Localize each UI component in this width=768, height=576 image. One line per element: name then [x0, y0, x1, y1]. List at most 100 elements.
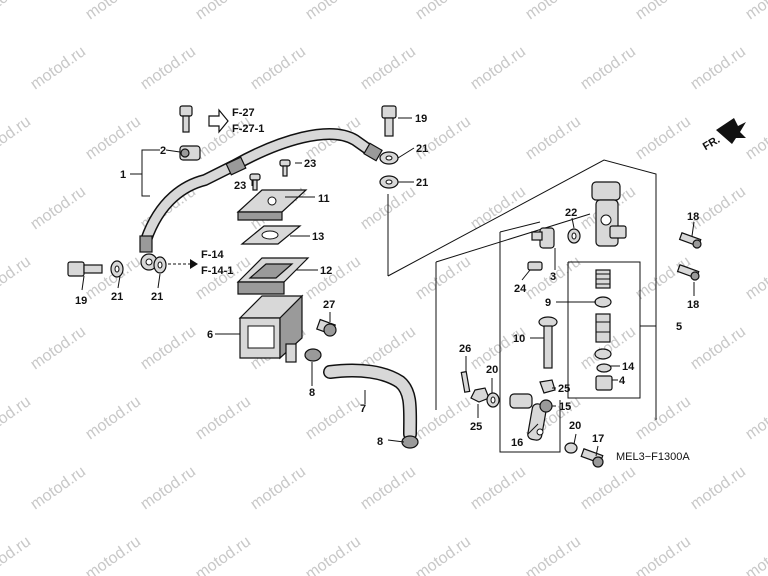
banjo-bolt-left [67, 261, 103, 277]
watermark-text: motod.ru [633, 533, 694, 576]
watermark-text: motod.ru [743, 0, 768, 23]
label-part-26: 26 [459, 343, 471, 355]
screw-23 [249, 159, 291, 191]
watermark-text: motod.ru [688, 183, 749, 233]
label-part-19-left: 19 [75, 295, 87, 307]
label-part-14: 14 [622, 361, 635, 373]
watermark-text: motod.ru [578, 463, 639, 513]
watermark-text: motod.ru [83, 393, 144, 443]
watermark-text: motod.ru [28, 183, 89, 233]
watermark-text: motod.ru [248, 463, 309, 513]
bolt-17 [580, 448, 604, 468]
label-part-21-a: 21 [111, 291, 123, 303]
diaphragm-plate [240, 225, 302, 245]
watermark-text: motod.ru [523, 533, 584, 576]
watermark-text: motod.ru [743, 253, 768, 303]
nut-25 [470, 379, 556, 403]
watermark-text: motod.ru [83, 113, 144, 163]
ref-f14-1: F-14-1 [201, 265, 233, 277]
watermark-text: motod.ru [633, 113, 694, 163]
watermark-text: motod.ru [138, 43, 199, 93]
front-arrow: FR. [701, 118, 746, 153]
watermark-text: motod.ru [688, 323, 749, 373]
diagram-code: MEL3−F1300A [616, 451, 690, 463]
label-part-12: 12 [320, 265, 332, 277]
washers-top [379, 151, 399, 189]
label-part-21-d: 21 [416, 177, 428, 189]
watermark-text: motod.ru [413, 533, 474, 576]
watermark-text: motod.ru [578, 43, 639, 93]
watermark-text: motod.ru [468, 463, 529, 513]
hose-clip [179, 145, 201, 161]
watermark-text: motod.ru [633, 253, 694, 303]
label-part-10: 10 [513, 333, 525, 345]
label-part-23-b: 23 [234, 180, 246, 192]
watermark-text: motod.ru [413, 253, 474, 303]
watermark-text: motod.ru [0, 533, 34, 576]
diaphragm [236, 257, 310, 295]
label-part-20-left: 20 [486, 364, 498, 376]
watermark-text: motod.ru [0, 253, 34, 303]
label-part-2: 2 [160, 145, 166, 157]
watermark-text: motod.ru [193, 0, 254, 23]
master-cylinder-body [591, 181, 627, 247]
reservoir-body [238, 294, 304, 363]
watermark-text: motod.ru [468, 183, 529, 233]
watermark-text: motod.ru [28, 43, 89, 93]
label-part-16: 16 [511, 437, 523, 449]
assembly-frame [387, 159, 657, 453]
watermark-text: motod.ru [0, 113, 34, 163]
watermark-text: motod.ru [138, 463, 199, 513]
washer-20 [486, 392, 578, 454]
label-part-18-lower: 18 [687, 299, 699, 311]
watermark-text: motod.ru [0, 393, 34, 443]
label-part-3: 3 [550, 271, 556, 283]
label-part-19-top: 19 [415, 113, 427, 125]
cotter-pin [460, 370, 471, 393]
label-part-1: 1 [120, 169, 126, 181]
watermark-text: motod.ru [633, 393, 694, 443]
watermark-text: motod.ru [303, 533, 364, 576]
label-part-15: 15 [559, 401, 571, 413]
nut-15 [539, 399, 553, 413]
label-part-4: 4 [619, 375, 626, 387]
bolts-18 [676, 232, 702, 281]
label-part-8-upper: 8 [309, 387, 315, 399]
label-part-5: 5 [676, 321, 682, 333]
ref-f27: F-27 [232, 107, 255, 119]
watermark-text: motod.ru [303, 393, 364, 443]
leader-lines [81, 117, 695, 457]
label-part-24: 24 [514, 283, 527, 295]
label-part-20-right: 20 [569, 420, 581, 432]
ref-f27-1: F-27-1 [232, 123, 264, 135]
piston-spring [594, 269, 613, 391]
watermark-text: motod.ru [28, 323, 89, 373]
ref-f14: F-14 [201, 249, 225, 261]
screw-f27 [179, 105, 193, 133]
watermark-text: motod.ru [468, 43, 529, 93]
watermark-text: motod.ru [743, 533, 768, 576]
label-part-7: 7 [360, 403, 366, 415]
joint-clevis [509, 393, 547, 441]
front-arrow-label: FR. [701, 134, 722, 153]
label-part-21-c: 21 [416, 143, 428, 155]
push-rod [538, 316, 558, 369]
label-part-25-left: 25 [470, 421, 482, 433]
label-part-21-b: 21 [151, 291, 163, 303]
label-part-23-a: 23 [304, 158, 316, 170]
watermark-text: motod.ru [193, 393, 254, 443]
watermark-text: motod.ru [688, 463, 749, 513]
bolt-27 [316, 318, 337, 337]
ref-arrow-f14 [168, 259, 198, 269]
watermark-text: motod.ru [523, 0, 584, 23]
watermark-text: motod.ru [303, 0, 364, 23]
watermark-text: motod.ru [743, 113, 768, 163]
banjo-bolt-top [381, 105, 397, 137]
label-part-18-upper: 18 [687, 211, 699, 223]
watermark-text: motod.ru [193, 533, 254, 576]
screw-24 [527, 261, 543, 271]
o-ring-22 [567, 228, 581, 244]
